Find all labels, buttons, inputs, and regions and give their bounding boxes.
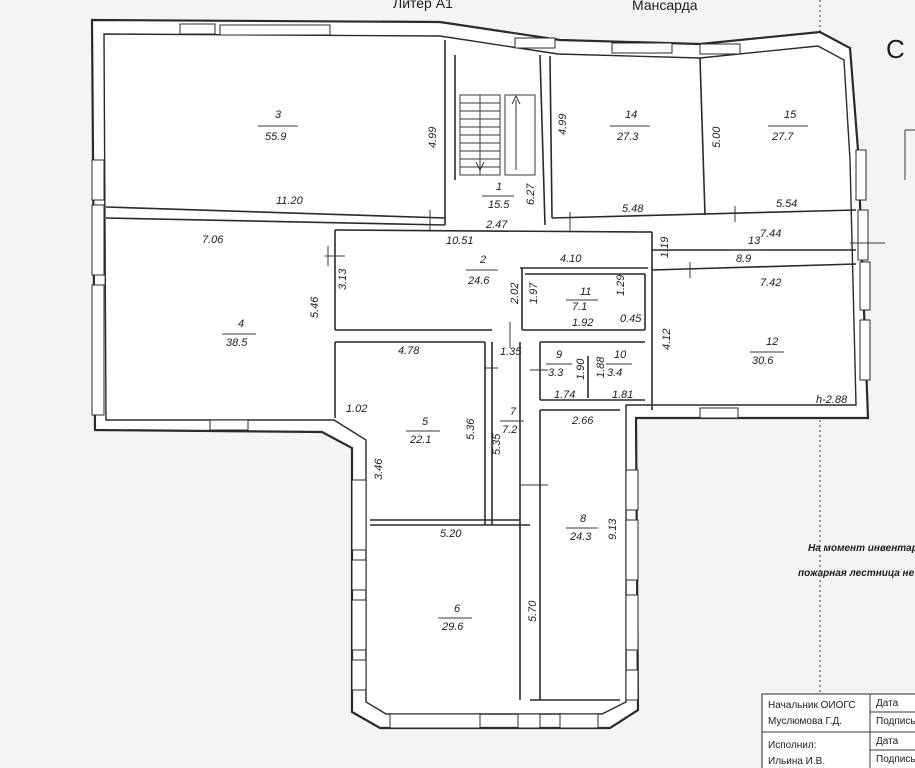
dim-label: 4.99 [557, 114, 569, 135]
outer-walls [90, 18, 870, 730]
room-15-area: 27.7 [771, 131, 794, 143]
interior-walls [105, 40, 857, 701]
room-6-area: 29.6 [441, 621, 464, 633]
room-11-area: 7.1 [572, 301, 587, 313]
dim-label: 1.35 [500, 346, 522, 358]
stamp-date-2: Дата [876, 736, 899, 747]
dim-label: 1.29 [615, 275, 627, 296]
dim-label: 9.13 [607, 518, 619, 540]
room-13-number: 13 [748, 235, 761, 247]
room-13-area: 8.9 [736, 253, 751, 265]
inventory-note-line2: пожарная лестница не уста [798, 568, 915, 579]
dim-label: 5.00 [711, 126, 723, 148]
room-5-area: 22.1 [409, 434, 431, 446]
windows-top [179, 23, 741, 55]
dim-label: 1.97 [528, 282, 540, 304]
dim-label: 5.36 [465, 418, 477, 440]
dim-label: 2.02 [509, 283, 521, 305]
room-1-number: 1 [496, 181, 502, 193]
dim-label: 7.44 [760, 228, 781, 240]
dim-label: 4.78 [398, 345, 420, 357]
stamp-sign-1: Подпись [876, 716, 915, 727]
room-5-number: 5 [422, 416, 429, 428]
room-6-number: 6 [454, 603, 461, 615]
inventory-note-line1: На момент инвентаризац [808, 543, 915, 554]
stamp-exec-name: Ильина И.В. [768, 756, 825, 767]
dim-label: 4.99 [427, 127, 439, 148]
windows-left [91, 159, 105, 416]
floor-title: Мансарда [632, 0, 698, 13]
room-7-number: 7 [510, 406, 517, 418]
stamp-table: Начальник ОИОГС Муслюмова Г.Д. Исполнил:… [761, 693, 915, 768]
dim-label: 4.10 [560, 253, 582, 265]
dim-label: 1.88 [595, 356, 607, 378]
door-marks [325, 206, 885, 486]
dim-label: 0.45 [620, 313, 642, 325]
dim-label: h-2.88 [816, 394, 848, 406]
room-14-number: 14 [625, 109, 637, 121]
dim-label: 3.46 [373, 458, 385, 480]
room-2-number: 2 [479, 254, 486, 266]
room-12-number: 12 [766, 336, 778, 348]
room-12-area: 30.6 [752, 355, 774, 367]
room-10-area: 3.4 [607, 367, 622, 379]
room-4-number: 4 [238, 318, 244, 330]
stamp-sign-2: Подпись [876, 754, 915, 765]
room-2-area: 24.6 [467, 275, 490, 287]
dim-label: 1.81 [612, 389, 633, 401]
room-9-area: 3.3 [548, 367, 564, 379]
dimension-labels: 4.99 11.20 10.51 6.27 2.47 4.99 5.48 5.0… [202, 114, 848, 622]
dim-label: 5.70 [527, 600, 539, 622]
dim-label: 1.92 [572, 317, 593, 329]
corner-mark: С [886, 34, 905, 64]
room-4-area: 38.5 [226, 337, 248, 349]
dim-label: 10.51 [446, 235, 474, 247]
stamp-head-title: Начальник ОИОГС [768, 700, 856, 711]
dim-label: 5.46 [309, 296, 321, 318]
dim-label: 7.06 [202, 234, 224, 246]
dim-label: 5.48 [622, 203, 644, 215]
dim-label: 1.19 [659, 237, 671, 258]
stamp-exec-title: Исполнил: [768, 740, 817, 751]
windows-right [855, 149, 871, 381]
stamp-date-1: Дата [876, 698, 899, 709]
dim-label: 5.20 [440, 528, 462, 540]
dim-label: 1.02 [346, 403, 367, 415]
dim-label: 4.12 [661, 329, 673, 350]
room-1-area: 15.5 [488, 199, 510, 211]
dim-label: 6.27 [525, 183, 537, 205]
dim-label: 5.35 [491, 433, 503, 455]
room-7-area: 7.2 [502, 424, 517, 436]
room-14-area: 27.3 [616, 131, 639, 143]
windows-bottom [209, 407, 739, 729]
dim-label: 5.54 [776, 198, 797, 210]
room-8-area: 24.3 [569, 531, 592, 543]
dim-label: 2.66 [571, 415, 594, 427]
dim-label: 2.47 [485, 219, 508, 231]
room-3-area: 55.9 [265, 131, 286, 143]
room-8-number: 8 [580, 513, 587, 525]
dim-label: 1.90 [575, 358, 587, 380]
room-9-number: 9 [556, 349, 562, 361]
room-3-number: 3 [275, 109, 282, 121]
dim-label: 1.74 [554, 389, 575, 401]
liter-title: Литер А1 [393, 0, 453, 11]
stamp-head-name: Муслюмова Г.Д. [768, 716, 842, 727]
dim-label: 3.13 [337, 268, 349, 290]
dim-label: 7.42 [760, 277, 781, 289]
room-11-number: 11 [580, 286, 591, 298]
room-15-number: 15 [784, 109, 797, 121]
staircase [459, 94, 536, 176]
room-labels: 3 55.9 14 27.3 15 27.7 1 15.5 2 24.6 13 … [222, 109, 808, 633]
dim-label: 11.20 [276, 195, 304, 207]
room-10-number: 10 [614, 349, 627, 361]
